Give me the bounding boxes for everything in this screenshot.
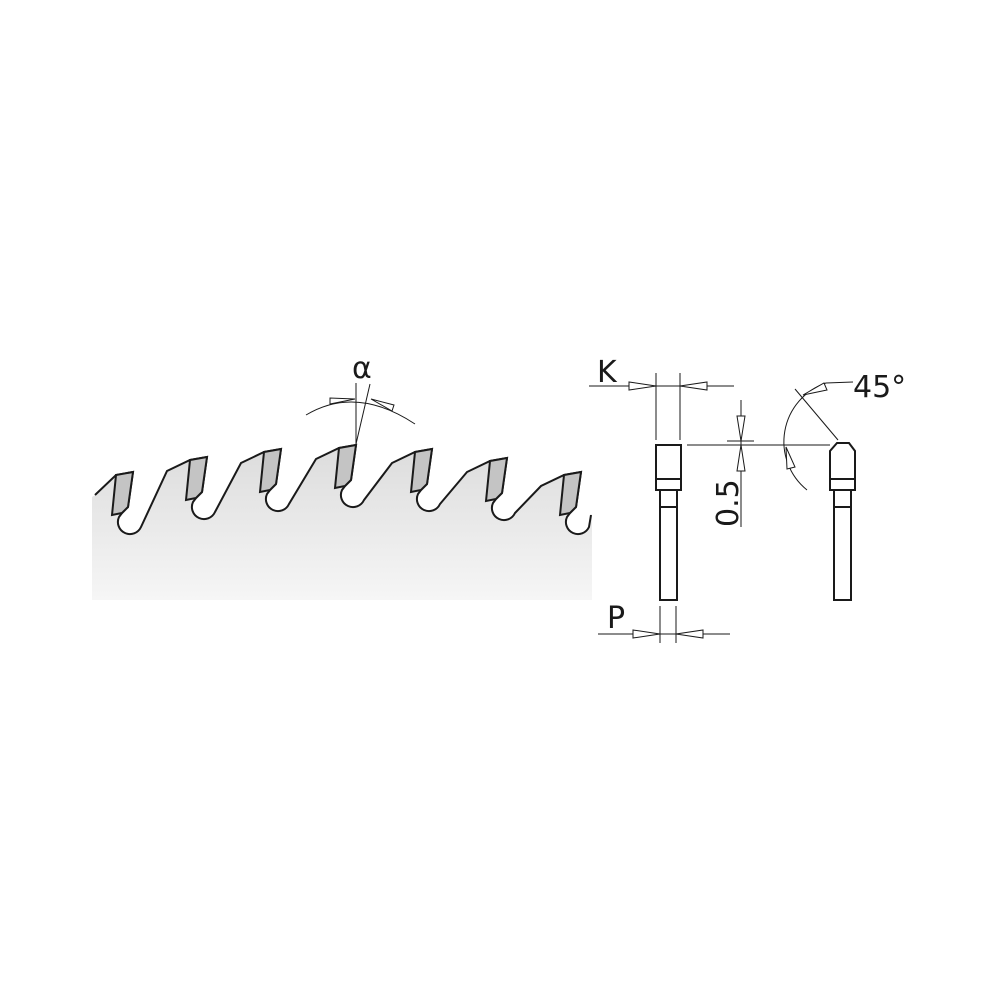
chamfer-angle-label: 45° — [853, 370, 906, 405]
arrow-icon — [736, 444, 746, 472]
plate-thickness-dimension: P — [598, 601, 730, 643]
arrow-icon — [329, 397, 356, 405]
carbide-insert-3 — [258, 447, 283, 494]
rake-angle-dimension: α — [305, 351, 416, 445]
carbide-insert-6 — [484, 456, 509, 503]
offset-label: 0.5 — [711, 479, 746, 527]
arrow-icon — [679, 381, 708, 391]
blade-body — [92, 445, 592, 600]
carbide-insert-7 — [558, 470, 583, 517]
carbide-insert-5 — [409, 447, 434, 494]
arrow-icon — [802, 382, 828, 396]
tooth-profile-chamfered — [829, 442, 856, 601]
carbide-insert-1 — [110, 470, 135, 517]
arrow-icon — [675, 629, 704, 639]
chamfer-angle-dimension: 45° — [783, 370, 906, 491]
carbide-inserts — [110, 443, 583, 517]
arrow-icon — [370, 398, 395, 412]
height-offset-dimension: 0.5 — [687, 400, 830, 527]
arrow-icon — [736, 415, 746, 442]
carbide-insert-2 — [184, 455, 209, 502]
blade-side-view — [92, 443, 592, 600]
kerf-label: K — [597, 355, 618, 390]
arrow-icon — [628, 381, 657, 391]
arrow-icon — [785, 446, 796, 470]
tooth-profile-square — [655, 444, 682, 601]
carbide-insert-4 — [333, 443, 358, 490]
alpha-label: α — [352, 351, 372, 386]
plate-label: P — [607, 601, 625, 636]
kerf-dimension: K — [589, 355, 734, 440]
arrow-icon — [632, 629, 661, 639]
